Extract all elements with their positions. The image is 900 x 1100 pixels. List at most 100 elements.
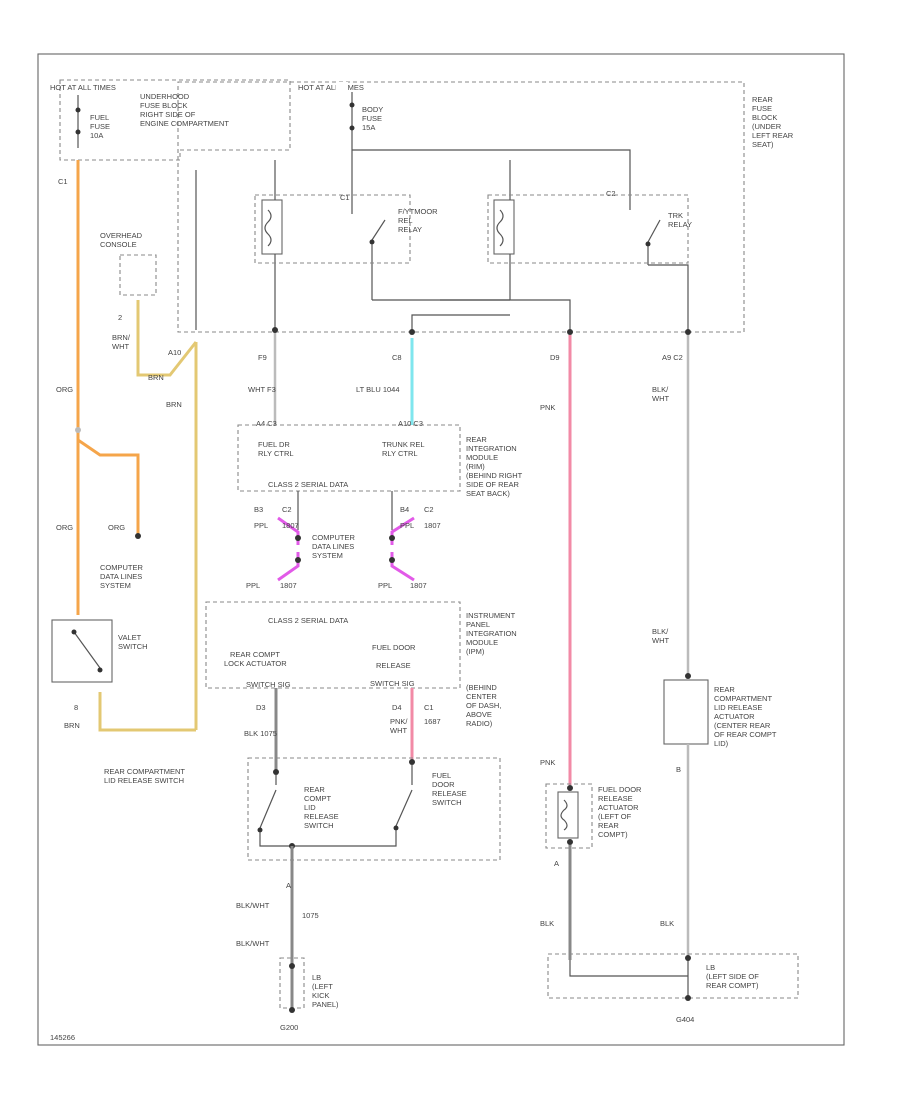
ipm-label-1: INSTRUMENT bbox=[466, 611, 516, 620]
lt-blu-label: LT BLU 1044 bbox=[356, 385, 400, 394]
brn-valet: BRN bbox=[64, 721, 80, 730]
rcl-label-5: SWITCH bbox=[304, 821, 334, 830]
ppl-2: PPL bbox=[400, 521, 414, 530]
fda-coil-box bbox=[557, 791, 579, 839]
n1807-d: 1807 bbox=[410, 581, 427, 590]
fdr-label-1: FUEL bbox=[432, 771, 451, 780]
brn-wire-bottom bbox=[98, 692, 196, 732]
f9-node bbox=[272, 327, 278, 333]
dl-node-ul bbox=[295, 535, 301, 541]
c2-mid2: C2 bbox=[424, 505, 434, 514]
fda-label-6: COMPT) bbox=[598, 830, 628, 839]
g404-ground bbox=[685, 995, 691, 1001]
body-fuse-node-2 bbox=[349, 125, 355, 131]
blk-1075: BLK 1075 bbox=[244, 729, 277, 738]
computer-data-lines-left-1: COMPUTER bbox=[100, 563, 144, 572]
g200-node bbox=[289, 963, 295, 969]
ppl-wire-lr bbox=[390, 552, 415, 582]
n1807-a: 1807 bbox=[282, 521, 299, 530]
rear-fuse-block-label-5: LEFT REAR bbox=[752, 131, 794, 140]
fdr-label-3: RELEASE bbox=[432, 789, 467, 798]
body-fuse-label-1: BODY bbox=[362, 105, 383, 114]
body-fuse-label-2: FUSE bbox=[362, 114, 382, 123]
dl-node-lr bbox=[389, 557, 395, 563]
c8-label: C8 bbox=[392, 353, 402, 362]
ipm-label-8: OF DASH, bbox=[466, 701, 501, 710]
fuel-dr-rly-2: RLY CTRL bbox=[258, 449, 294, 458]
b4-label: B4 bbox=[400, 505, 409, 514]
rim-label-3: MODULE bbox=[466, 453, 498, 462]
computer-data-lines-left-3: SYSTEM bbox=[100, 581, 131, 590]
trk-relay-label-1: TRK bbox=[668, 211, 683, 220]
fytmoor-switch-arm bbox=[371, 219, 386, 241]
dl-node-ll bbox=[295, 557, 301, 563]
g404-label-1: LB bbox=[706, 963, 715, 972]
d9-node bbox=[567, 329, 573, 335]
valet-pivot bbox=[71, 629, 77, 635]
data-lines-center: B3 C2 B4 C2 PPL 1807 PPL 1807 COMPUTER D… bbox=[246, 491, 441, 590]
g200-id: G200 bbox=[280, 1023, 298, 1032]
computer-data-lines-left-2: DATA LINES bbox=[100, 572, 142, 581]
org-label-2: ORG bbox=[56, 523, 73, 532]
ipm-label-7: CENTER bbox=[466, 692, 497, 701]
trunk-rel-rly-2: RLY CTRL bbox=[382, 449, 418, 458]
trk-out-to-a9 bbox=[648, 264, 689, 330]
ground-g200: A BLK/WHT 1075 BLK/WHT LB (LEFT KICK PAN… bbox=[236, 846, 339, 1032]
fdr-label-4: SWITCH bbox=[432, 798, 462, 807]
g200-label-2: (LEFT bbox=[312, 982, 333, 991]
rear-fuse-block-label-6: SEAT) bbox=[752, 140, 774, 149]
valet-pin: 8 bbox=[74, 703, 78, 712]
fuel-door-release-3: SWITCH SIG bbox=[370, 679, 415, 688]
n1807-b: 1807 bbox=[424, 521, 441, 530]
rim-label-2: INTEGRATION bbox=[466, 444, 517, 453]
g200-label-3: KICK bbox=[312, 991, 330, 1000]
rcla-label-4: ACTUATOR bbox=[714, 712, 755, 721]
fytmoor-contact-label: C1 bbox=[340, 193, 350, 202]
g404-label-3: REAR COMPT) bbox=[706, 981, 759, 990]
blk-wht-2: BLK/WHT bbox=[236, 939, 270, 948]
trk-coil-winding bbox=[496, 209, 504, 247]
ipm-label-2: PANEL bbox=[466, 620, 490, 629]
rcla-label-1: REAR bbox=[714, 685, 735, 694]
brn-wire-group: A10 BRN BRN 8 BRN bbox=[64, 170, 198, 732]
blk-wht-lid-2: WHT bbox=[652, 636, 669, 645]
body-fuse-gap bbox=[336, 82, 348, 152]
valet-switch-box bbox=[51, 619, 113, 683]
rcl-label-4: RELEASE bbox=[304, 812, 339, 821]
rcla-label-3: LID RELEASE bbox=[714, 703, 762, 712]
fda-coil bbox=[560, 799, 568, 831]
blk-wht-1: BLK/WHT bbox=[236, 901, 270, 910]
hot-all-times-label-left: HOT AT ALL TIMES bbox=[50, 83, 116, 92]
class2-bottom: CLASS 2 SERIAL DATA bbox=[268, 616, 348, 625]
n1807-c: 1807 bbox=[280, 581, 297, 590]
underhood-line-4: ENGINE COMPARTMENT bbox=[140, 119, 229, 128]
underhood-fuse-block: HOT AT ALL TIMES UNDERHOOD FUSE BLOCK RI… bbox=[50, 79, 291, 161]
rear-compt-lid-actuator: REAR COMPARTMENT LID RELEASE ACTUATOR (C… bbox=[660, 673, 777, 960]
brn-label-1: BRN bbox=[148, 373, 164, 382]
rim-label-6: SIDE OF REAR bbox=[466, 480, 520, 489]
n1075: 1075 bbox=[302, 911, 319, 920]
a10-c3-label: A10 C3 bbox=[398, 419, 423, 428]
instrument-panel-module: CLASS 2 SERIAL DATA REAR COMPT LOCK ACTU… bbox=[205, 601, 517, 728]
c8-feed bbox=[411, 314, 510, 330]
rcla-pin-b: B bbox=[676, 765, 681, 774]
g404-bus bbox=[569, 960, 688, 977]
switch-common bbox=[259, 830, 397, 847]
rcla-label-5: (CENTER REAR bbox=[714, 721, 771, 730]
fda-bottom-node bbox=[567, 839, 573, 845]
fda-label-2: RELEASE bbox=[598, 794, 633, 803]
fytmoor-relay-box bbox=[254, 194, 411, 264]
body-fuse-label-3: 15A bbox=[362, 123, 375, 132]
cdl-center-2: DATA LINES bbox=[312, 542, 354, 551]
blk-b: BLK bbox=[660, 919, 674, 928]
fytmoor-switch-pivot bbox=[369, 239, 375, 245]
trk-relay-coil bbox=[493, 199, 515, 255]
fytmoor-relay-label-1: F/YTMOOR bbox=[398, 207, 438, 216]
org-wire-group: C1 ORG ORG ORG COMPUTER DATA LINES SYSTE… bbox=[56, 160, 144, 615]
overhead-pin: 2 bbox=[118, 313, 122, 322]
f9-label: F9 bbox=[258, 353, 267, 362]
underhood-line-2: FUSE BLOCK bbox=[140, 101, 188, 110]
fuel-fuse-label-1: FUEL bbox=[90, 113, 109, 122]
cdl-center-1: COMPUTER bbox=[312, 533, 356, 542]
fdr-label-2: DOOR bbox=[432, 780, 455, 789]
